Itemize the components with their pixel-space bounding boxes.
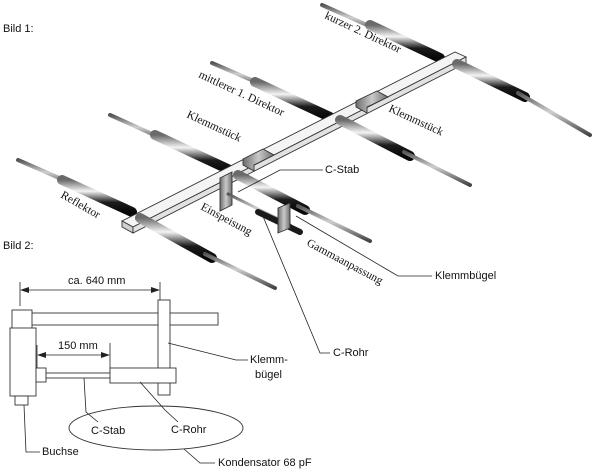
- socket-body: [9, 327, 37, 397]
- c-tube: [109, 367, 177, 384]
- label-clamp-bracket-2: bügel: [255, 369, 282, 381]
- figure2-title: Bild 2:: [3, 240, 34, 252]
- label-clamp-right: Klemmstück: [387, 103, 446, 139]
- dim-long-arrow-right: [151, 287, 160, 293]
- dim-long-arrow-left: [20, 287, 29, 293]
- driven-tube-back: [150, 130, 237, 176]
- clamp-piece-right: [355, 90, 389, 114]
- label-clamp-bracket-1: Klemm-: [250, 354, 288, 366]
- figure2-leaders: [23, 342, 248, 464]
- leader-clamp-bracket-fig2: [167, 342, 248, 361]
- leader-c-rod: [237, 169, 323, 193]
- figure1-leaders: [237, 169, 432, 354]
- label-c-rod: C-Stab: [325, 164, 359, 176]
- label-c-rod-fig2: C-Stab: [91, 425, 125, 437]
- director2-tube-back: [365, 20, 445, 63]
- director2-rod-front: [516, 91, 592, 137]
- label-socket: Buchse: [42, 446, 79, 458]
- dim-short-text: 150 mm: [58, 340, 98, 352]
- element-tube-top: [29, 312, 219, 326]
- feed-bracket: [219, 171, 233, 212]
- leader-clamp-bracket: [295, 215, 432, 277]
- socket-connector: [14, 395, 29, 406]
- director2-tube-front: [452, 59, 530, 102]
- socket-stub: [35, 367, 47, 383]
- capacitor-ellipse: [68, 405, 244, 451]
- dim-short-arrow-left: [37, 352, 46, 358]
- figure1-title: Bild 1:: [3, 23, 34, 35]
- label-c-tube: C-Rohr: [333, 347, 369, 359]
- dim-long-text: ca. 640 mm: [68, 275, 125, 287]
- label-c-tube-fig2: C-Rohr: [171, 424, 207, 436]
- socket-cap: [11, 309, 33, 331]
- reflector-tube-front: [135, 213, 217, 263]
- gamma-clamp-bracket: [277, 202, 291, 234]
- reflector-tube-back: [57, 175, 137, 217]
- leader-capacitor: [183, 448, 215, 464]
- label-clamp-left: Klemmstück: [185, 109, 244, 145]
- clamp-piece-left: [242, 148, 275, 172]
- gamma-match: [219, 171, 303, 235]
- element-rods-front: [135, 59, 592, 290]
- driven-rod-front: [296, 204, 372, 243]
- director1-tube-front: [335, 115, 415, 161]
- figure2-drawing: ca. 640 mm 150 mm: [9, 275, 244, 451]
- label-capacitor: Kondensator 68 pF: [218, 457, 312, 469]
- label-clamp-bracket: Klemmbügel: [435, 270, 496, 282]
- c-rod: [45, 372, 113, 379]
- leader-socket: [23, 404, 40, 453]
- element-rods-back: [16, 3, 445, 217]
- driven-tube-front: [233, 170, 310, 215]
- leader-c-rod-fig2: [83, 377, 99, 423]
- director1-rod-front: [402, 150, 472, 187]
- leader-c-tube: [261, 213, 330, 354]
- dim-short-arrow-right: [101, 352, 110, 358]
- director1-tube-back: [250, 77, 335, 122]
- reflector-rod-front: [203, 252, 277, 290]
- leader-c-tube-fig2: [139, 381, 179, 423]
